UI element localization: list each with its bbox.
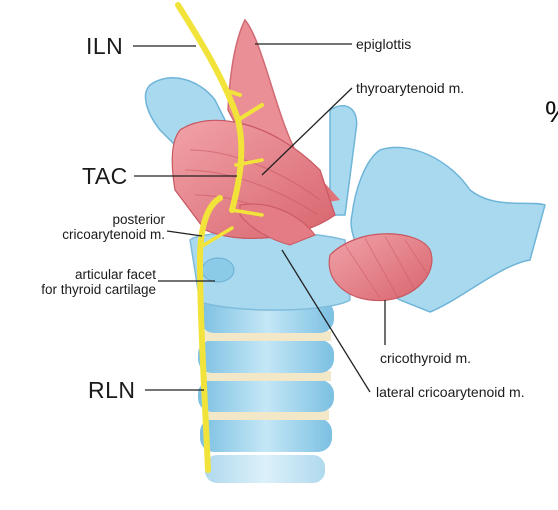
label-cricothyroid: cricothyroid m. [380, 350, 471, 366]
trachea [198, 300, 334, 483]
label-pca-line2: cricoarytenoid m. [20, 227, 165, 242]
label-lateral-cricoarytenoid: lateral cricoarytenoid m. [376, 384, 525, 400]
label-facet-line2: for thyroid cartilage [6, 282, 156, 297]
label-pca-line1: posterior [20, 212, 165, 227]
label-articular-facet: articular facet for thyroid cartilage [6, 267, 156, 297]
label-thyroarytenoid: thyroarytenoid m. [356, 80, 464, 96]
label-facet-line1: articular facet [6, 267, 156, 282]
label-tac: TAC [82, 163, 128, 190]
label-posterior-cricoarytenoid: posterior cricoarytenoid m. [20, 212, 165, 242]
edge-percent-symbol: % [545, 96, 558, 130]
label-iln: ILN [86, 33, 123, 60]
articular-facet [202, 258, 234, 282]
label-rln: RLN [88, 377, 136, 404]
label-epiglottis: epiglottis [356, 36, 411, 52]
